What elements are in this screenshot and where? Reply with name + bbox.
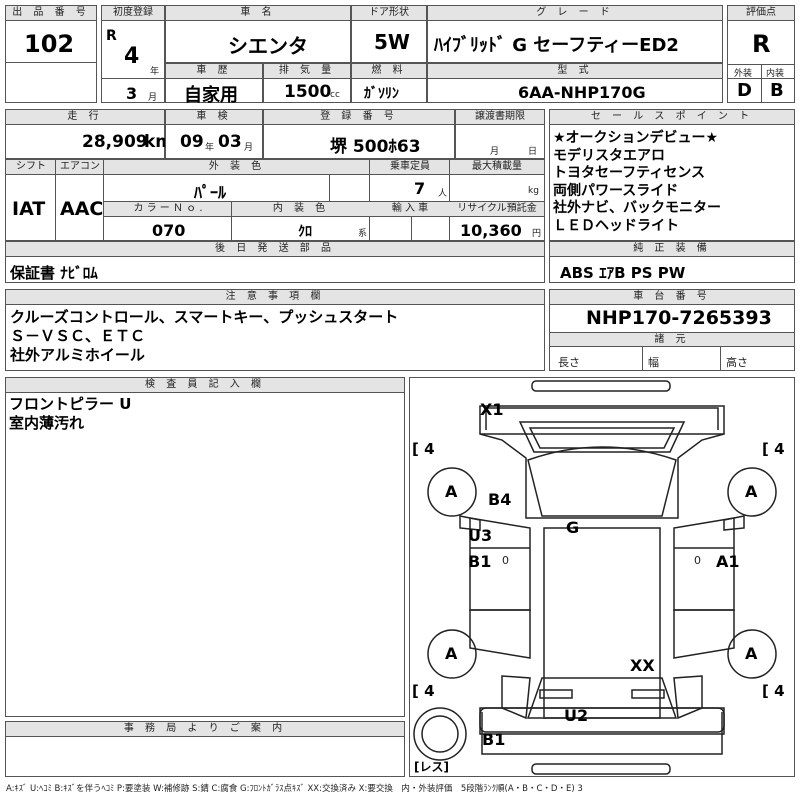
- lot-number-label: 出 品 番 号: [6, 6, 96, 21]
- reg-year: 4: [124, 44, 140, 69]
- mark-x1: X1: [480, 400, 504, 419]
- history: 自家用: [184, 85, 238, 106]
- tire-front-right-mark: A: [745, 482, 758, 501]
- legend: A:ｷｽﾞ U:ﾍｺﾐ B:ｷｽﾞを伴うﾍｺﾐ P:要塗装 W:補修跡 S:錆 …: [6, 784, 583, 794]
- mark-u2: U2: [564, 706, 589, 725]
- aircon: AAC: [60, 198, 104, 220]
- sales-point-item: ★オークションデビュー★: [553, 130, 719, 146]
- int-score: B: [770, 80, 784, 101]
- mark-xx: XX: [630, 656, 655, 675]
- damage-diagram: [ 4 [ 4 [ 4 [ 4 A A A A X1 B4 G U3 B1 0 …: [409, 377, 795, 777]
- shift: IAT: [12, 198, 46, 220]
- office-box: 事 務 局 よ り ご 案 内: [5, 721, 405, 777]
- color-no: 070: [152, 221, 186, 240]
- chassis-box: 車 台 番 号 NHP170-7265393 諸 元 長さ 幅 高さ: [549, 289, 795, 371]
- sales-point-item: 両側パワースライド: [553, 182, 679, 199]
- ext-score: D: [737, 80, 752, 101]
- later-items-box: 後 日 発 送 部 品 保証書 ﾅﾋﾞﾛﾑ: [5, 241, 545, 283]
- mileage: 28,909: [82, 132, 148, 152]
- displacement: 1500: [284, 82, 332, 102]
- score: R: [752, 30, 771, 58]
- spec-box: シフト エアコン 外 装 色 乗車定員 最大積載量 IAT AAC ﾊﾟｰﾙ 7…: [5, 159, 545, 241]
- inspector-note-line: フロントピラー U: [9, 395, 132, 413]
- car-name: シエンタ: [228, 34, 308, 58]
- lot-number-box: 出 品 番 号 102: [5, 5, 97, 103]
- fuel: ｶﾞｿﾘﾝ: [364, 86, 399, 102]
- tread-rear-left: [ 4: [412, 682, 435, 700]
- lot-number: 102: [24, 30, 75, 58]
- int-color: ｸﾛ: [298, 224, 312, 240]
- equipment: ABS ｴｱB PS PW: [560, 264, 686, 282]
- inspector-note-line: 室内薄汚れ: [9, 414, 85, 432]
- sales-point-item: 社外ナビ、バックモニター: [553, 200, 721, 216]
- history-box: 車 歴 自家用: [165, 63, 263, 106]
- model: 6AA-NHP170G: [518, 83, 646, 102]
- equipment-box: 純 正 装 備 ABS ｴｱB PS PW: [549, 241, 795, 283]
- capacity: 7: [414, 179, 426, 198]
- transfer-box: 譲渡書期限 月 日: [455, 109, 545, 159]
- note-line: Ｓ－ＶＳＣ、ＥＴＣ: [10, 327, 146, 345]
- tire-rear-right-mark: A: [745, 644, 758, 663]
- door-type: 5W: [374, 30, 410, 54]
- plate: 堺 500ﾎ63: [330, 137, 421, 157]
- first-registration-box: 初度登録 R 4 年 3 月: [101, 5, 165, 103]
- sales-points-list: ★オークションデビュー★モデリスタエアロトヨタセーフティセンス両側パワースライド…: [553, 130, 721, 235]
- inspection-year: 09: [180, 132, 204, 152]
- recycle-fee: 10,360: [460, 221, 522, 240]
- grade-box: グ レ ー ド ﾊｲﾌﾞﾘｯﾄﾞ G セーフティーED2: [427, 5, 723, 63]
- tread-front-left: [ 4: [412, 440, 435, 458]
- mark-b4: B4: [488, 490, 512, 509]
- ext-color: ﾊﾟｰﾙ: [194, 183, 227, 202]
- mark-b1-bottom: B1: [482, 730, 506, 749]
- era: R: [106, 28, 117, 44]
- car-outline: [413, 380, 777, 775]
- fuel-box: 燃 料 ｶﾞｿﾘﾝ: [351, 63, 427, 103]
- mark-u3: U3: [468, 526, 493, 545]
- model-box: 型 式 6AA-NHP170G: [427, 63, 723, 103]
- sales-points-box: セ ー ル ス ポ イ ン ト ★オークションデビュー★モデリスタエアロトヨタセ…: [549, 109, 795, 241]
- plate-box: 登 録 番 号 堺 500ﾎ63: [263, 109, 455, 159]
- mark-g: G: [566, 518, 580, 537]
- tread-rear-right: [ 4: [762, 682, 785, 700]
- car-name-box: 車 名 シエンタ: [165, 5, 351, 63]
- grade: ﾊｲﾌﾞﾘｯﾄﾞ G セーフティーED2: [434, 35, 679, 56]
- mark-b1-left: B1: [468, 552, 492, 571]
- tire-rear-left-mark: A: [445, 644, 458, 663]
- tire-front-left-mark: A: [445, 482, 458, 501]
- inspection-box: 車 検 09 年 03 月: [165, 109, 263, 159]
- no-spare-label: [レス]: [414, 760, 449, 774]
- sales-point-item: トヨタセーフティセンス: [553, 165, 706, 181]
- score-box: 評価点 R 外装 内装 D B: [727, 5, 795, 103]
- note-line: 社外アルミホイール: [10, 346, 145, 364]
- note-line: クルーズコントロール、スマートキー、プッシュスタート: [10, 308, 399, 326]
- reg-month: 3: [126, 84, 138, 103]
- sales-point-item: ＬＥＤヘッドライト: [553, 217, 679, 234]
- tread-front-right: [ 4: [762, 440, 785, 458]
- displacement-box: 排 気 量 1500 cc: [263, 63, 351, 103]
- inspection-month: 03: [218, 132, 242, 152]
- mileage-box: 走 行 28,909 km: [5, 109, 173, 159]
- door-box: ドア形状 5W: [351, 5, 427, 63]
- sales-point-item: モデリスタエアロ: [553, 147, 665, 164]
- mark-a1: A1: [716, 552, 740, 571]
- chassis-number: NHP170-7265393: [586, 307, 772, 329]
- later-items: 保証書 ﾅﾋﾞﾛﾑ: [10, 264, 98, 282]
- first-registration-label: 初度登録: [102, 6, 164, 21]
